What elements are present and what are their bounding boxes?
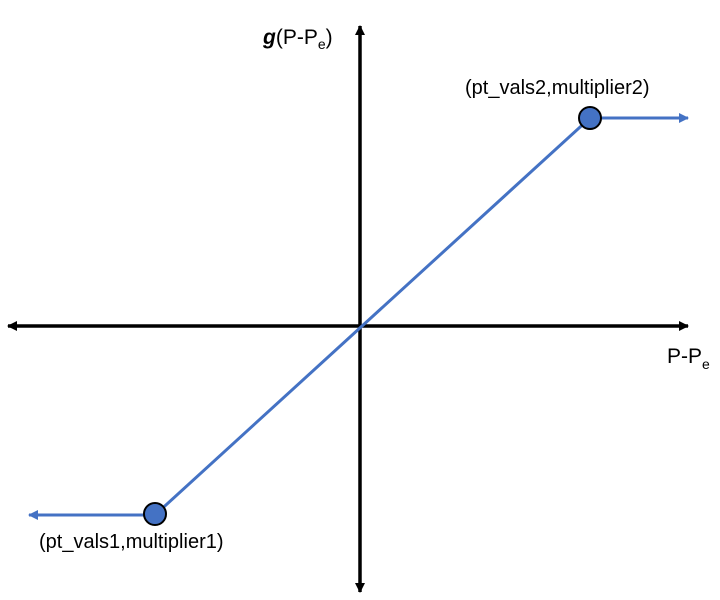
upper-point-label: (pt_vals2,multiplier2) <box>465 77 650 99</box>
upper-breakpoint <box>578 106 602 130</box>
y-axis-label-func: g <box>262 26 276 49</box>
y-axis-label-sub: e <box>318 36 326 52</box>
lower-breakpoint <box>143 502 167 526</box>
y-axis-label-open: (P-P <box>276 26 318 49</box>
curve-linear-segment <box>153 116 592 517</box>
y-axis-label-close: ) <box>326 26 333 49</box>
y-axis-label: g(P-Pe) <box>262 26 333 52</box>
x-axis-label: P-Pe <box>667 345 710 372</box>
x-axis-label-main: P-P <box>667 345 702 368</box>
lower-point-label: (pt_vals1,multiplier1) <box>39 531 224 553</box>
x-axis-label-sub: e <box>702 356 710 372</box>
